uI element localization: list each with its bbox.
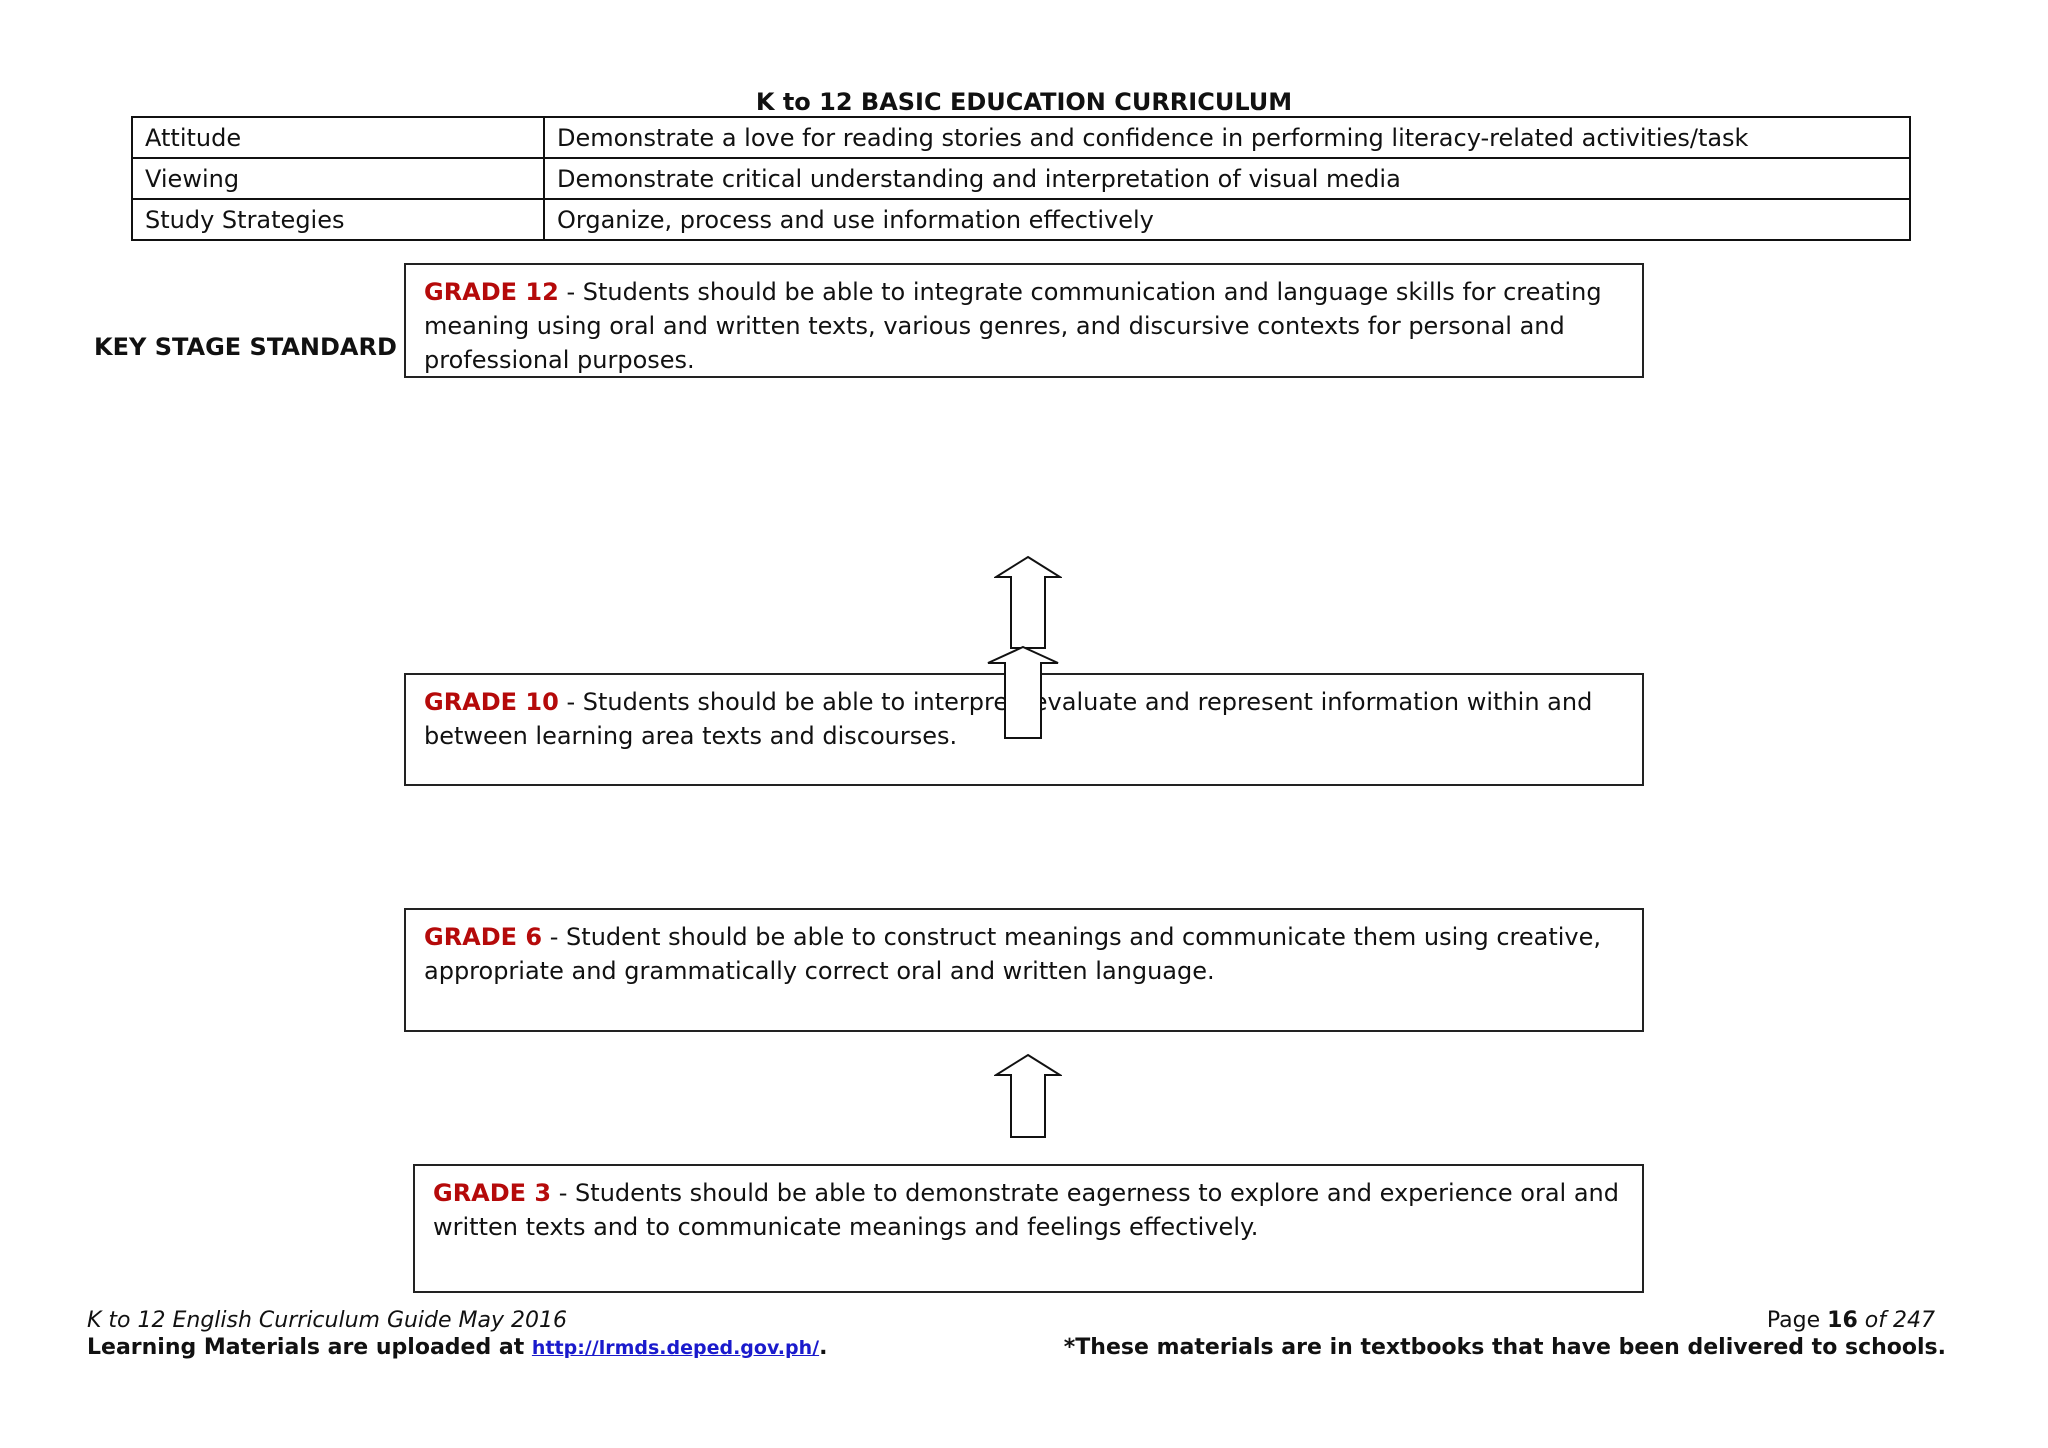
grade-10-name: GRADE 10 xyxy=(424,688,559,716)
page-title: K to 12 BASIC EDUCATION CURRICULUM xyxy=(755,88,1293,116)
up-arrow-icon xyxy=(994,555,1062,649)
grade-6-name: GRADE 6 xyxy=(424,923,543,951)
up-arrow-icon xyxy=(994,1053,1062,1138)
table-cell-standard: Organize, process and use information ef… xyxy=(543,198,1911,241)
grade-10-text: - Students should be able to interpret, … xyxy=(424,688,1593,750)
table-cell-standard: Demonstrate critical understanding and i… xyxy=(543,157,1911,200)
grade-12-box: GRADE 12 - Students should be able to in… xyxy=(404,263,1644,378)
key-stage-label: KEY STAGE STANDARD xyxy=(94,333,397,361)
table-cell-domain: Attitude xyxy=(131,116,545,159)
lrmds-link[interactable]: http://lrmds.deped.gov.ph/ xyxy=(531,1337,820,1359)
grade-6-box: GRADE 6 - Student should be able to cons… xyxy=(404,908,1644,1032)
table-cell-standard: Demonstrate a love for reading stories a… xyxy=(543,116,1911,159)
grade-12-name: GRADE 12 xyxy=(424,278,559,306)
grade-3-name: GRADE 3 xyxy=(433,1179,552,1207)
page-indicator: Page 16 of 247 xyxy=(1767,1308,1935,1333)
table-row: Viewing Demonstrate critical understandi… xyxy=(131,157,1911,200)
footer-upload-period: . xyxy=(819,1335,828,1360)
standards-table: Attitude Demonstrate a love for reading … xyxy=(131,116,1911,241)
table-row: Attitude Demonstrate a love for reading … xyxy=(131,116,1911,159)
grade-6-text: - Student should be able to construct me… xyxy=(424,923,1602,985)
grade-12-text: - Students should be able to integrate c… xyxy=(424,278,1602,374)
footer-upload: Learning Materials are uploaded at http:… xyxy=(87,1335,827,1360)
footer-upload-text: Learning Materials are uploaded at xyxy=(87,1335,525,1360)
up-arrow-icon xyxy=(987,645,1059,739)
page-label: Page xyxy=(1766,1308,1821,1333)
footer-guide: K to 12 English Curriculum Guide May 201… xyxy=(87,1308,568,1333)
grade-3-text: - Students should be able to demonstrate… xyxy=(433,1179,1619,1241)
page-number: 16 xyxy=(1827,1308,1858,1333)
footer-note: *These materials are in textbooks that h… xyxy=(1063,1335,1946,1360)
table-cell-domain: Viewing xyxy=(131,157,545,200)
grade-3-box: GRADE 3 - Students should be able to dem… xyxy=(413,1164,1644,1293)
page-total: of 247 xyxy=(1864,1308,1935,1333)
table-row: Study Strategies Organize, process and u… xyxy=(131,198,1911,241)
table-cell-domain: Study Strategies xyxy=(131,198,545,241)
